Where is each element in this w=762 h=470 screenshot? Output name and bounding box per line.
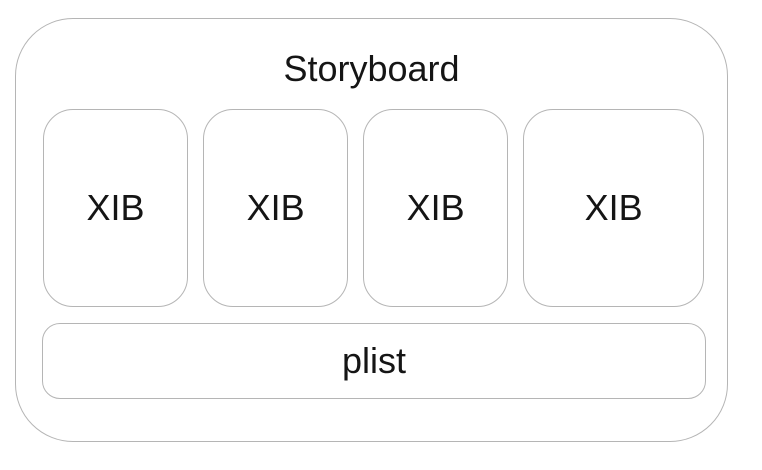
storyboard-container: Storyboard XIB XIB XIB XIB plist [15,18,728,442]
xib-box-label: XIB [584,187,643,228]
xib-box: XIB [43,109,189,307]
xib-box-label: XIB [406,187,465,228]
xib-box: XIB [363,109,509,307]
plist-label: plist [341,340,407,381]
xib-box: XIB [523,109,705,307]
storyboard-label: Storyboard [283,48,460,89]
xib-row: XIB XIB XIB XIB [43,109,705,307]
xib-box: XIB [203,109,349,307]
xib-box-label: XIB [86,187,145,228]
xib-box-label: XIB [246,187,305,228]
plist-box: plist [42,323,706,399]
